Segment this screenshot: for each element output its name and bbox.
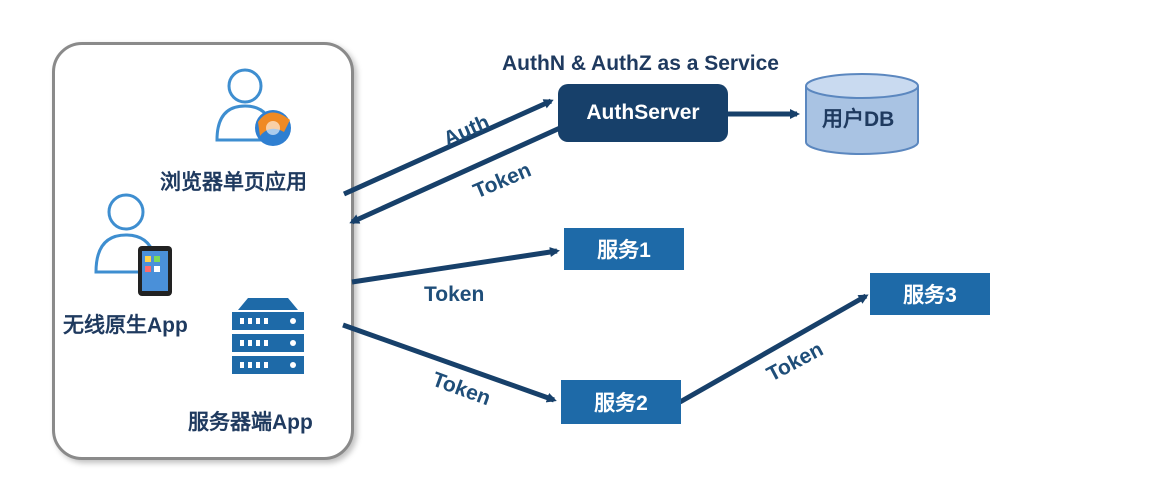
server-app-label: 服务器端App xyxy=(188,411,313,434)
arrow-token-s3 xyxy=(678,293,869,405)
user-db-label: 用户DB xyxy=(822,108,895,131)
service-2-box: 服务2 xyxy=(561,380,681,424)
service-1-box: 服务1 xyxy=(564,228,684,270)
browser-spa-label: 浏览器单页应用 xyxy=(160,171,307,194)
token-s1-arrow-label: Token xyxy=(424,283,485,306)
service-3-box: 服务3 xyxy=(870,273,990,315)
native-app-label: 无线原生App xyxy=(63,314,188,337)
arrow-token-s2 xyxy=(342,322,557,403)
browser-globe-icon xyxy=(255,110,291,146)
arrow-token-s1 xyxy=(351,247,560,285)
server-icon xyxy=(232,298,304,374)
arrow-token-back xyxy=(349,125,562,225)
tablet-icon xyxy=(138,246,172,296)
auth-server-box: AuthServer xyxy=(558,84,728,142)
diagram-title: AuthN & AuthZ as a Service xyxy=(502,52,779,75)
user-db-cylinder xyxy=(805,73,919,155)
arrow-auth xyxy=(342,98,554,197)
